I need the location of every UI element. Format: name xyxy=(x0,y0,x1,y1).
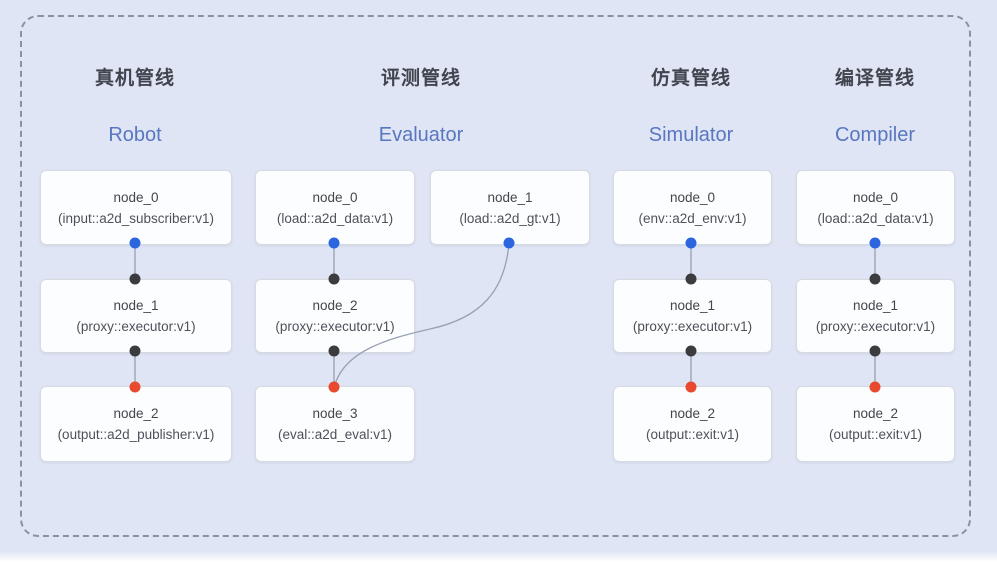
compiler-node-2: node_2 (output::exit:v1) xyxy=(796,386,955,462)
node-type: (load::a2d_gt:v1) xyxy=(459,210,561,226)
node-name: node_0 xyxy=(669,189,716,205)
pipeline-title-robot-zh: 真机管线 xyxy=(94,68,175,89)
node-type: (load::a2d_data:v1) xyxy=(276,210,394,226)
bottom-fade xyxy=(0,551,997,563)
node-type: (env::a2d_env:v1) xyxy=(638,210,747,226)
evaluator-node-2: node_2 (proxy::executor:v1) xyxy=(255,279,415,353)
simulator-node-0: node_0 (env::a2d_env:v1) xyxy=(613,170,772,245)
simulator-node-1: node_1 (proxy::executor:v1) xyxy=(613,279,772,353)
simulator-node-2: node_2 (output::exit:v1) xyxy=(613,386,772,462)
node-type: (proxy::executor:v1) xyxy=(76,319,196,334)
node-name: node_1 xyxy=(852,298,899,313)
node-type: (proxy::executor:v1) xyxy=(275,319,395,334)
node-name: node_2 xyxy=(113,406,159,421)
pipeline-title-robot-en: Robot xyxy=(108,124,162,146)
robot-node-2: node_2 (output::a2d_publisher:v1) xyxy=(40,386,232,462)
pipeline-title-evaluator-en: Evaluator xyxy=(378,124,464,146)
evaluator-node-1: node_1 (load::a2d_gt:v1) xyxy=(430,170,590,245)
pipeline-title-simulator-en: Simulator xyxy=(648,124,734,146)
pipeline-title-simulator-zh: 仿真管线 xyxy=(650,68,731,89)
node-type: (output::exit:v1) xyxy=(828,427,923,442)
node-type: (eval::a2d_eval:v1) xyxy=(277,427,393,442)
evaluator-node-0: node_0 (load::a2d_data:v1) xyxy=(255,170,415,245)
node-name: node_0 xyxy=(113,189,159,205)
evaluator-node-3: node_3 (eval::a2d_eval:v1) xyxy=(255,386,415,462)
node-type: (load::a2d_data:v1) xyxy=(817,210,934,226)
node-name: node_1 xyxy=(113,298,159,313)
compiler-node-1: node_1 (proxy::executor:v1) xyxy=(796,279,955,353)
node-type: (proxy::executor:v1) xyxy=(815,319,936,334)
node-type: (input::a2d_subscriber:v1) xyxy=(57,210,215,226)
node-name: node_2 xyxy=(669,406,716,421)
node-name: node_0 xyxy=(312,189,358,205)
pipeline-title-compiler-en: Compiler xyxy=(834,124,916,146)
node-name: node_2 xyxy=(852,406,899,421)
node-name: node_0 xyxy=(852,189,899,205)
compiler-node-0: node_0 (load::a2d_data:v1) xyxy=(796,170,955,245)
robot-node-1: node_1 (proxy::executor:v1) xyxy=(40,279,232,353)
node-type: (output::exit:v1) xyxy=(645,427,740,442)
node-name: node_1 xyxy=(669,298,716,313)
pipeline-title-evaluator-zh: 评测管线 xyxy=(380,68,461,89)
pipeline-title-compiler-zh: 编译管线 xyxy=(834,68,915,89)
node-type: (output::a2d_publisher:v1) xyxy=(57,427,215,442)
node-name: node_1 xyxy=(487,189,533,205)
node-name: node_2 xyxy=(312,298,358,313)
robot-node-0: node_0 (input::a2d_subscriber:v1) xyxy=(40,170,232,245)
node-name: node_3 xyxy=(312,406,358,421)
node-type: (proxy::executor:v1) xyxy=(632,319,753,334)
